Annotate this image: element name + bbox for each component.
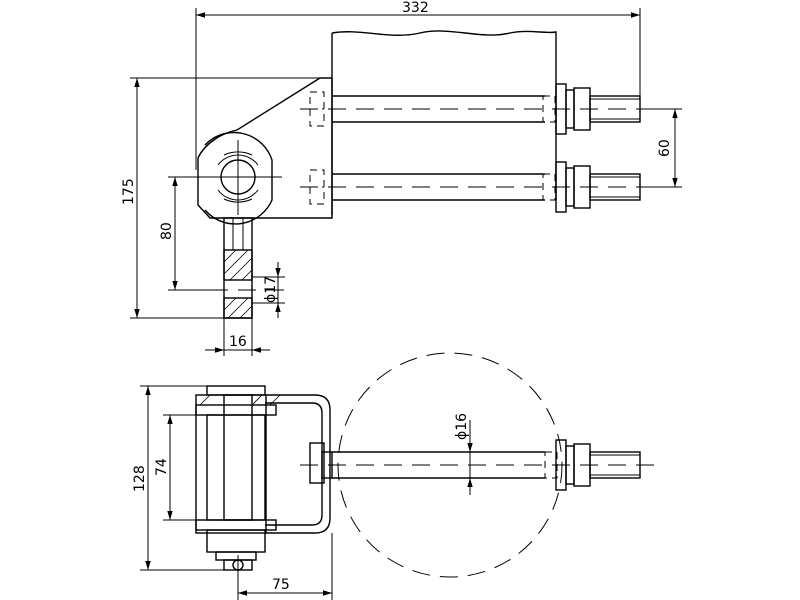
dim-label-75: 75 <box>272 577 290 593</box>
dimension-175: 175 <box>121 77 320 319</box>
dim-label-hole: ϕ17 <box>263 276 279 303</box>
dimension-128: 128 <box>132 385 224 571</box>
u-strap <box>265 394 331 534</box>
bottom-view <box>195 352 660 580</box>
roller <box>206 414 266 521</box>
dimension-332: 332 <box>195 0 641 170</box>
dimension-rod-diameter: ϕ16 <box>454 413 473 495</box>
dim-label-16: 16 <box>229 334 247 350</box>
dimension-80: 80 <box>159 176 224 291</box>
dim-label-rod: ϕ16 <box>454 413 470 440</box>
dim-label-60: 60 <box>657 139 673 157</box>
hanger-shaft <box>223 217 253 319</box>
top-view <box>197 30 641 319</box>
dim-label-74: 74 <box>154 458 170 476</box>
dim-label-332: 332 <box>402 0 429 16</box>
dimension-75: 75 <box>237 533 333 600</box>
dim-label-175: 175 <box>121 178 137 205</box>
dimension-74: 74 <box>154 414 207 521</box>
dimension-60: 60 <box>640 108 682 188</box>
dimension-hole-diameter: ϕ17 <box>252 262 285 318</box>
dim-label-80: 80 <box>159 222 175 240</box>
dim-label-128: 128 <box>132 465 148 492</box>
dimension-16-width: 16 <box>205 318 270 356</box>
bracket-plate <box>197 77 333 219</box>
